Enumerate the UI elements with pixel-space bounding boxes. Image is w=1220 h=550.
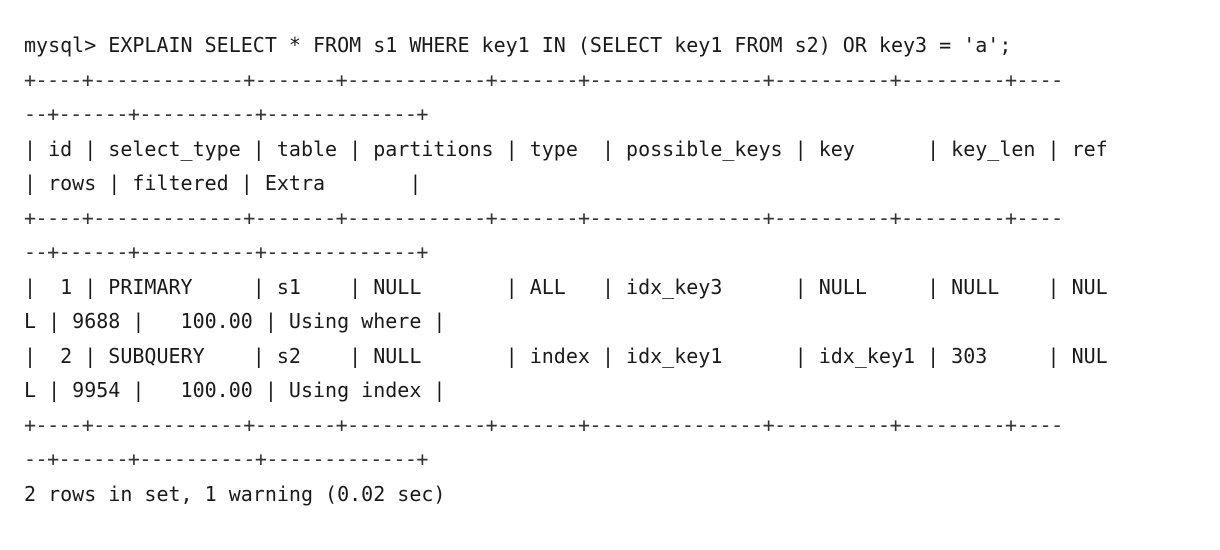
table-row-wrap: L | 9954 | 100.00 | Using index | — [24, 378, 446, 402]
table-border-mid: +----+-------------+-------+------------… — [24, 205, 1063, 230]
table-row-wrap: L | 9688 | 100.00 | Using where | — [24, 309, 446, 333]
table-header-row-wrap: | rows | filtered | Extra | — [24, 171, 422, 195]
table-border-top: +----+-------------+-------+------------… — [24, 67, 1063, 92]
table-row: | 1 | PRIMARY | s1 | NULL | ALL | idx_ke… — [24, 274, 1108, 299]
sql-command-line[interactable]: mysql> EXPLAIN SELECT * FROM s1 WHERE ke… — [24, 33, 1012, 57]
table-border-bottom: +----+-------------+-------+------------… — [24, 412, 1063, 437]
table-border-top-wrap: --+------+----------+-------------+ — [24, 102, 428, 126]
table-header-row: | id | select_type | table | partitions … — [24, 136, 1108, 161]
result-summary: 2 rows in set, 1 warning (0.02 sec) — [24, 481, 446, 506]
table-border-bottom-wrap: --+------+----------+-------------+ — [24, 447, 428, 471]
table-row: | 2 | SUBQUERY | s2 | NULL | index | idx… — [24, 343, 1108, 368]
table-border-mid-wrap: --+------+----------+-------------+ — [24, 240, 428, 264]
